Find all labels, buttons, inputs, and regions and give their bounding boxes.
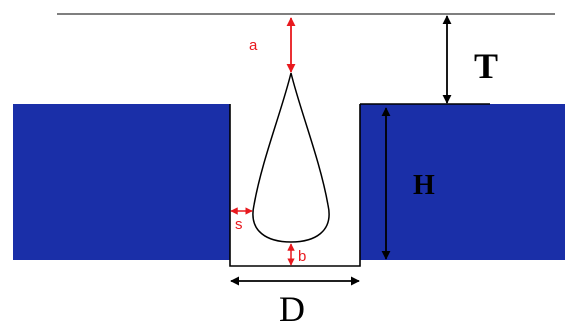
cavity-outline [229,104,361,267]
droplet-shape [252,72,330,243]
label-t: T [474,46,498,86]
label-b: b [298,248,306,265]
label-s: s [235,216,243,233]
right-block [360,104,565,260]
label-h: H [413,170,435,201]
label-d: D [279,289,305,325]
left-block [13,104,230,260]
label-a: a [249,37,258,54]
